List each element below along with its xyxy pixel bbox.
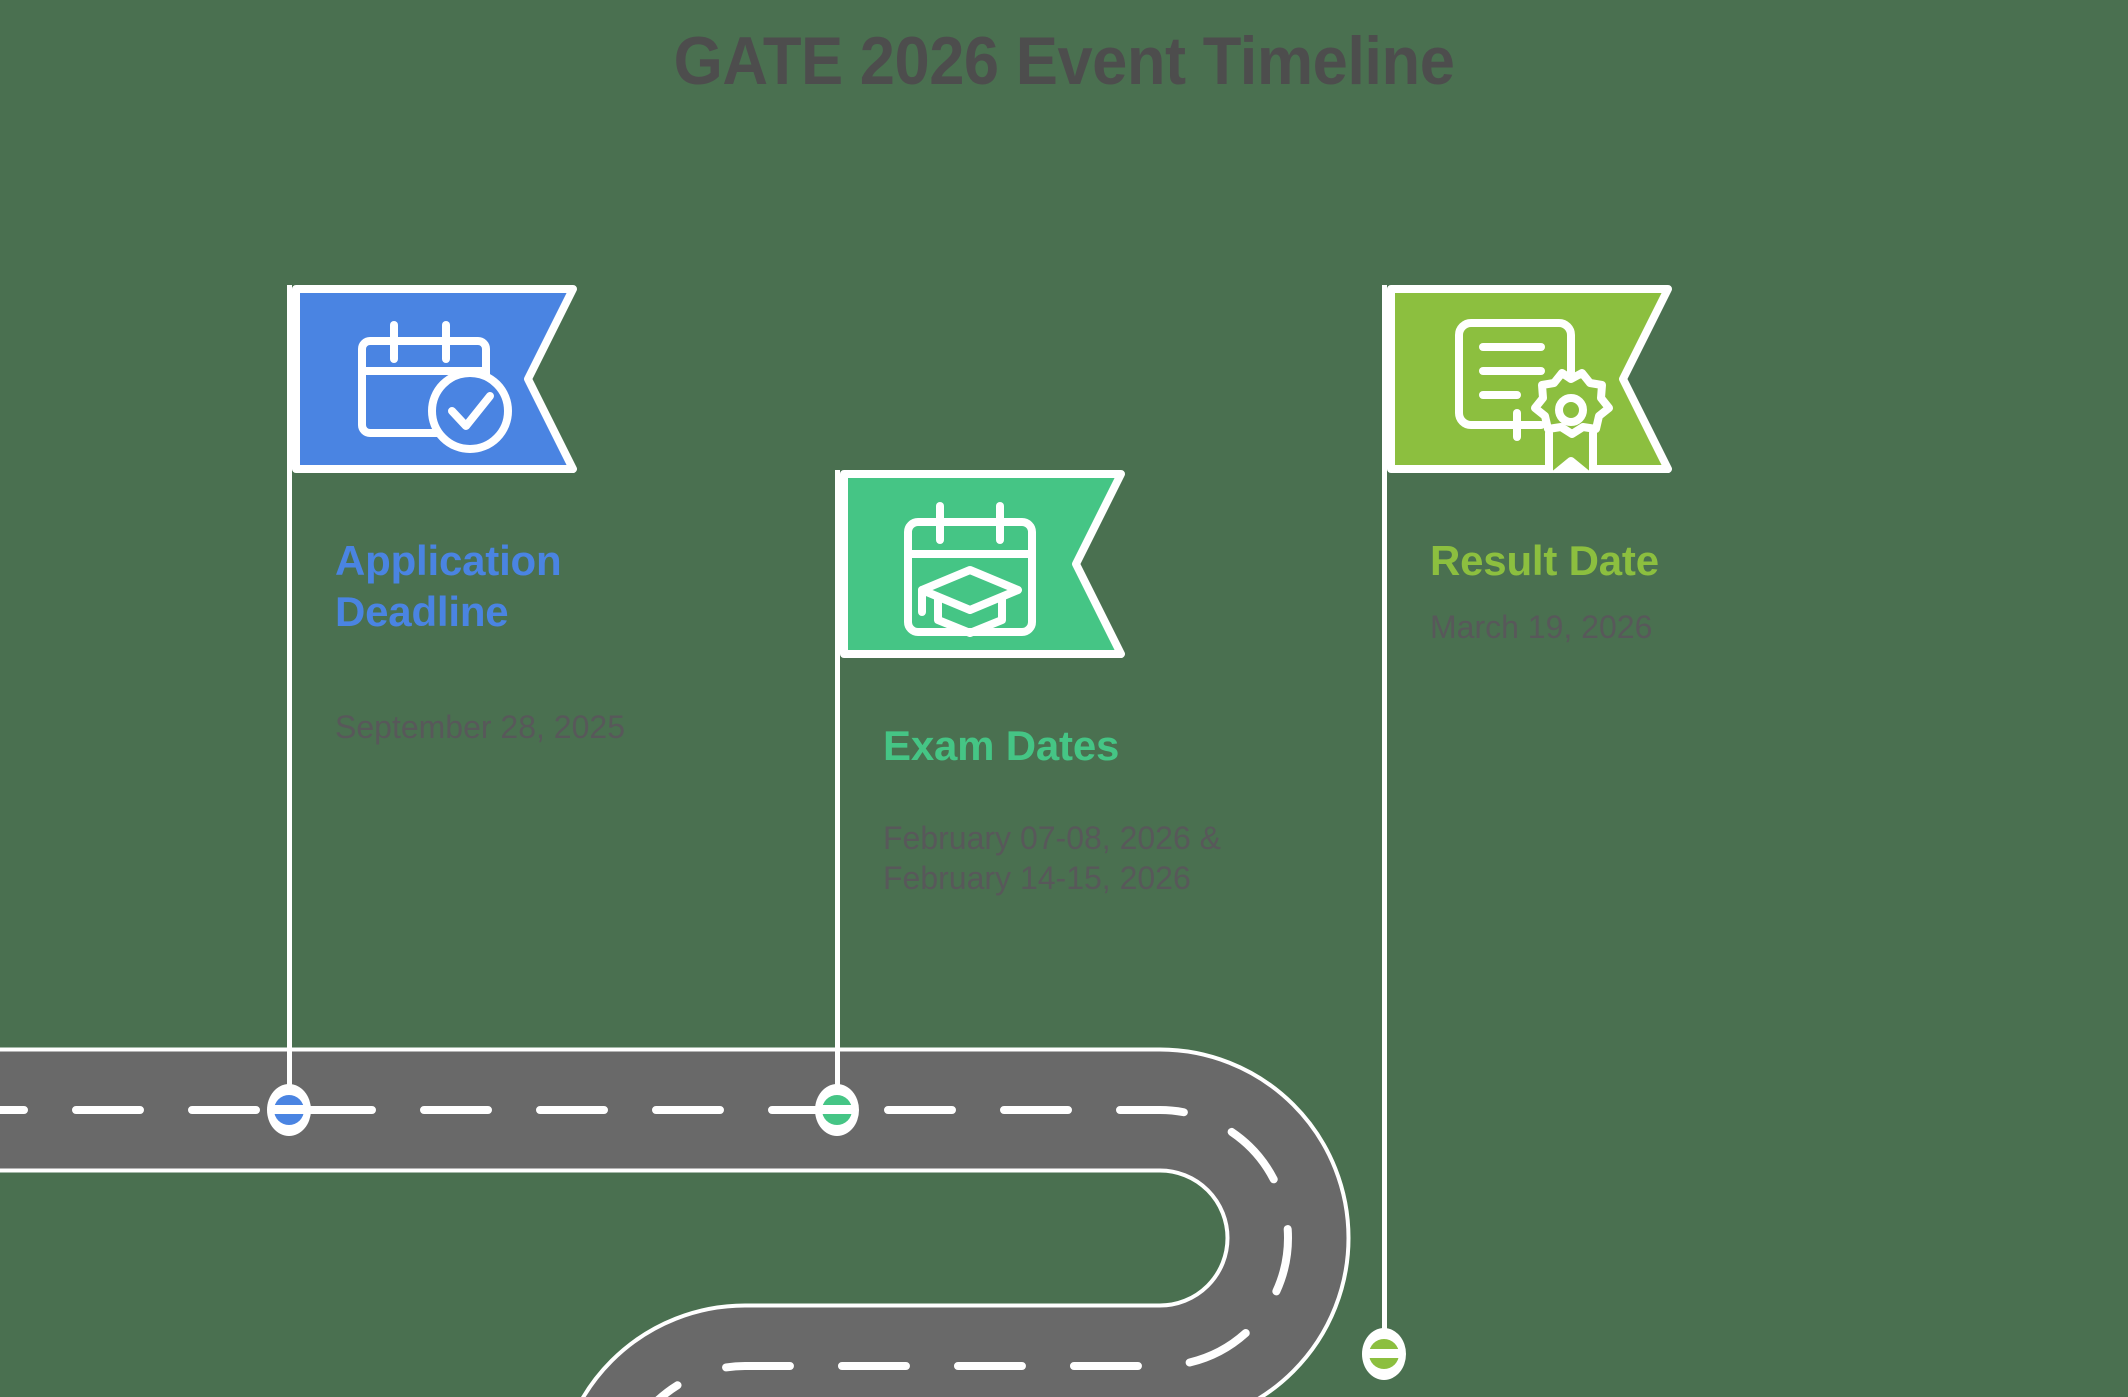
flagpole <box>1382 285 1387 1353</box>
flagpole <box>287 285 292 1113</box>
flag-banner-green <box>840 470 1125 658</box>
flag-shape <box>292 285 577 473</box>
milestone-marker-application-deadline[interactable] <box>267 1084 311 1136</box>
milestone-date: September 28, 2025 <box>335 709 625 745</box>
milestone-marker-result-date[interactable] <box>1362 1328 1406 1380</box>
calendar-check-icon <box>358 321 512 453</box>
milestone-title: Exam Dates <box>883 722 1120 769</box>
milestone-title: Application Deadline <box>335 537 562 636</box>
certificate-award-icon <box>1455 319 1613 473</box>
flag-banner-blue <box>292 285 577 473</box>
flag-banner-olive <box>1387 285 1672 473</box>
milestone-marker-exam-dates[interactable] <box>815 1084 859 1136</box>
page-title: GATE 2026 Event Timeline <box>673 23 1455 99</box>
milestone-title: Result Date <box>1430 537 1659 584</box>
flag-shape <box>840 470 1125 658</box>
flagpole <box>835 470 840 1113</box>
flag-shape <box>1387 285 1672 473</box>
calendar-graduation-cap-icon <box>904 502 1036 637</box>
milestone-date: February 07-08, 2026 & February 14-15, 2… <box>883 820 1221 897</box>
milestone-date: March 19, 2026 <box>1430 609 1653 645</box>
